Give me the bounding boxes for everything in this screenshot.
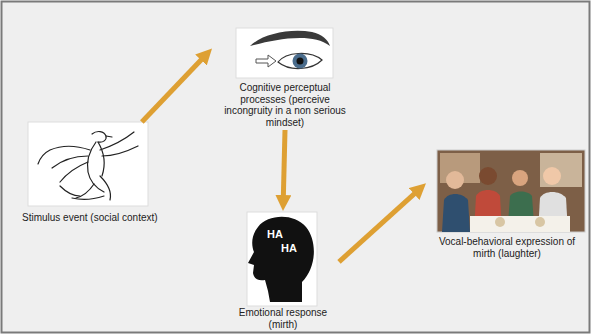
flow-arrow: [339, 189, 420, 262]
stage-node: Cognitive perceptual processes (perceive…: [212, 28, 358, 130]
stage-node: Emotional response (mirth): [227, 211, 339, 332]
stage-node: Stimulus event (social context): [18, 122, 190, 226]
head-label: HA: [281, 243, 297, 254]
flow-arrow: [142, 54, 207, 122]
stage-caption: Cognitive perceptual processes (perceive…: [216, 82, 354, 128]
eye-icon: [236, 28, 333, 78]
head-icon: [247, 212, 317, 306]
laughing-people-photo: [437, 150, 585, 232]
stage-caption: Emotional response (mirth): [231, 307, 335, 330]
bird-sketch: [28, 122, 148, 206]
head-label: HA: [267, 229, 283, 240]
stage-caption: Stimulus event (social context): [22, 212, 186, 224]
stage-caption: Vocal-behavioral expression of mirth (la…: [430, 236, 584, 259]
flow-arrow: [283, 130, 285, 203]
stage-node: Vocal-behavioral expression of mirth (la…: [426, 150, 588, 261]
